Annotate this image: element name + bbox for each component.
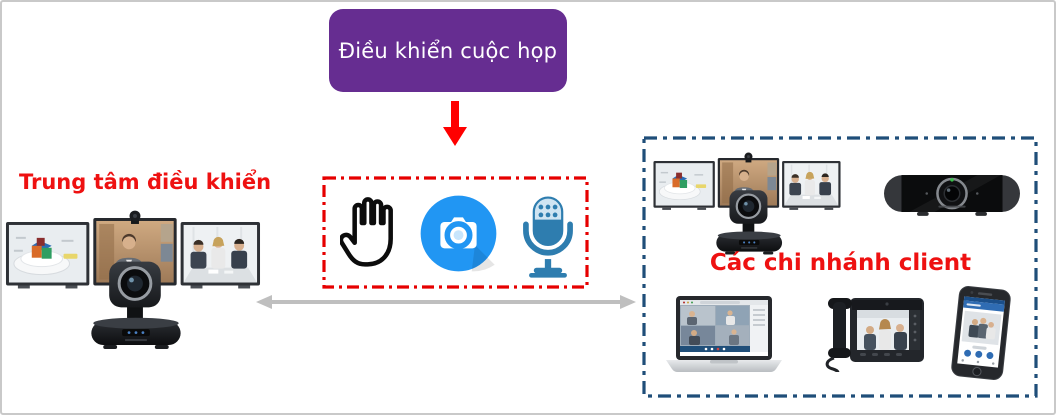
- meeting-control-title-box: Điều khiển cuộc họp: [329, 9, 567, 92]
- gray-double-arrow: [256, 295, 636, 309]
- control-center-label: Trung tâm điều khiển: [18, 170, 272, 194]
- clients-box: [642, 136, 1038, 398]
- raised-hand-icon: [340, 197, 393, 267]
- laptop: [666, 296, 782, 373]
- red-down-arrow: [443, 101, 467, 146]
- client-branches-label: Các chi nhánh client: [709, 250, 972, 276]
- video-bar-camera: [884, 175, 1020, 216]
- camera-icon: [420, 195, 497, 272]
- control-icons-box: [322, 176, 589, 289]
- smartphone: [951, 286, 1011, 380]
- microphone-icon: [523, 196, 573, 278]
- video-conference-system-client: [652, 152, 842, 262]
- video-conference-system-main: [4, 210, 262, 359]
- meeting-control-title: Điều khiển cuộc họp: [338, 38, 558, 63]
- video-desk-phone: [825, 298, 924, 372]
